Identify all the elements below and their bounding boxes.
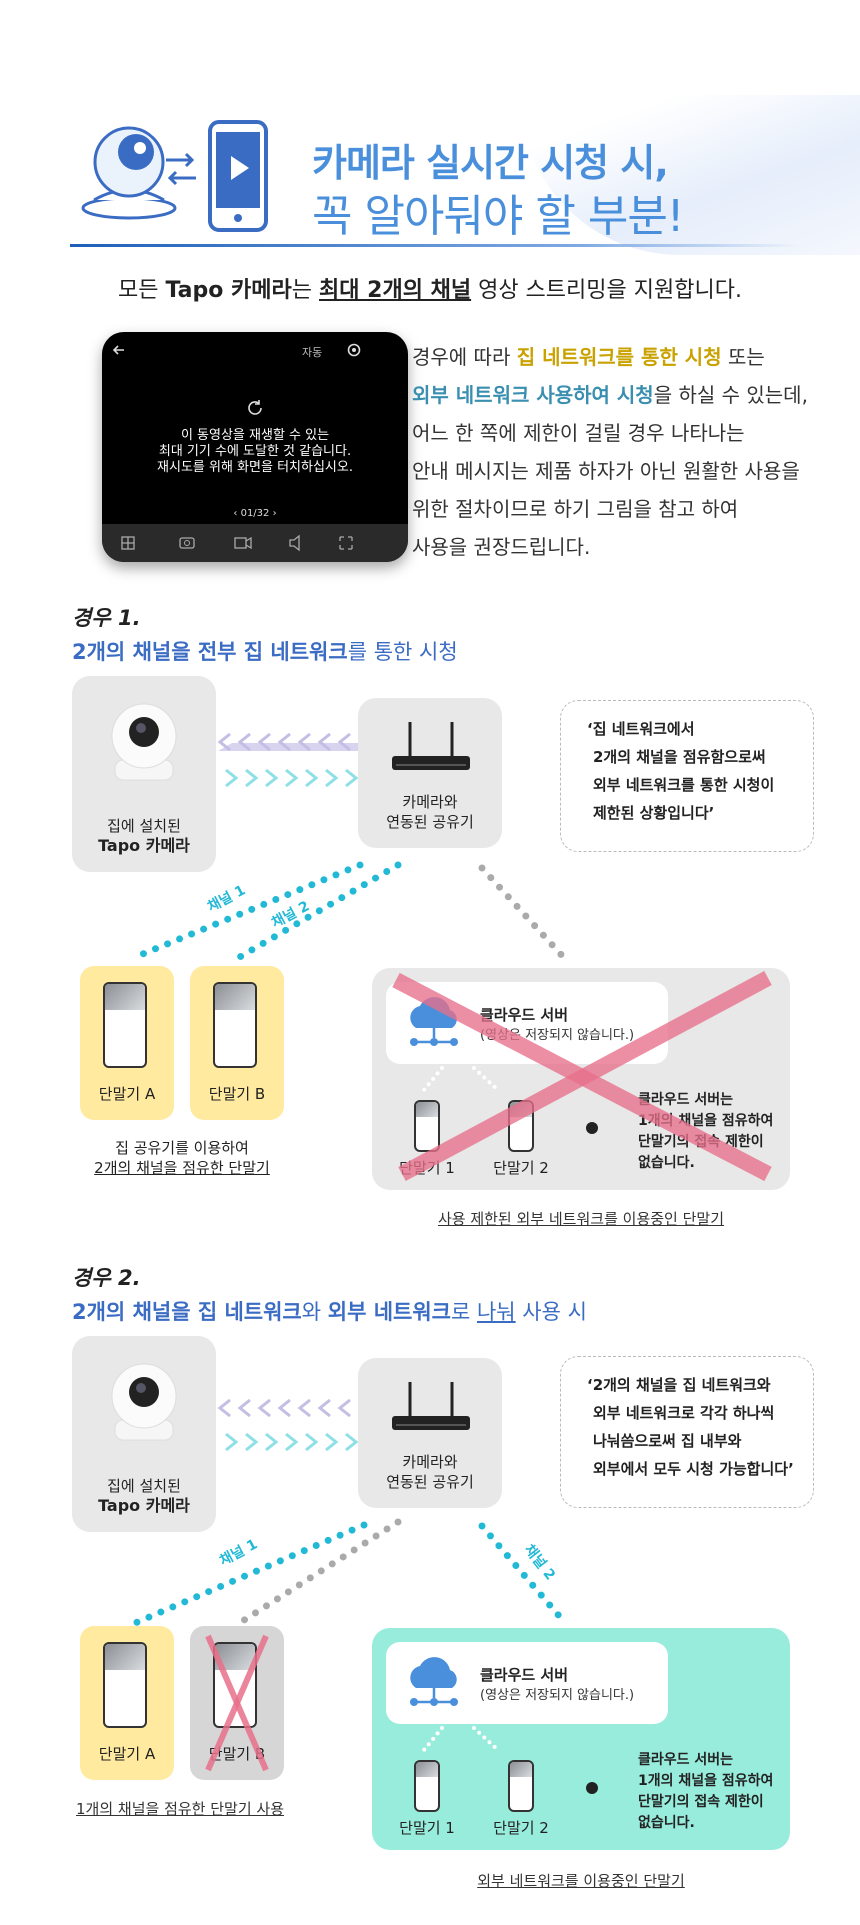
mode-label: 자동 — [302, 346, 323, 359]
case1-connections — [129, 732, 570, 964]
case1-router-box: 카메라와 연동된 공유기 — [358, 698, 502, 848]
tapo-camera-icon — [111, 703, 177, 781]
header-divider — [70, 244, 800, 247]
router-icon — [392, 1382, 470, 1430]
case2-connections — [129, 1398, 570, 1628]
case2-external-box: 클라우드 서버 (영상은 저장되지 않습니다.) 단말기 1 단말기 2 클라우… — [372, 1628, 790, 1850]
case1-external-caption: 사용 제한된 외부 네트워크를 이용중인 단말기 — [437, 1210, 725, 1228]
router-label-line1: 카메라와 — [402, 1453, 458, 1471]
case1-title: 2개의 채널을 전부 집 네트워크를 통한 시청 — [72, 640, 458, 664]
case1-camera-box: 집에 설치된 Tapo 카메라 — [72, 676, 216, 872]
smartphone-icon — [213, 982, 257, 1068]
camera-phone-icon — [81, 120, 268, 232]
restricted-cross-icon — [392, 970, 772, 1182]
camera-label-line2: Tapo 카메라 — [98, 1496, 190, 1515]
case2-device-b: 단말기 B — [190, 1626, 284, 1780]
page-indicator: ‹ 01/32 › — [233, 508, 277, 519]
case1-quote: ‘집 네트워크에서 2개의 채널을 점유함으로써 외부 네트워크를 통한 시청이… — [560, 700, 814, 852]
server-title: 클라우드 서버 — [480, 1006, 569, 1024]
cloud-link-dots — [422, 1066, 500, 1092]
smartphone-icon — [414, 1760, 440, 1812]
server-note: 클라우드 서버는 1개의 채널을 점유하여 단말기의 접속 제한이 없습니다. — [638, 1752, 774, 1831]
router-label-line2: 연동된 공유기 — [386, 1473, 474, 1491]
case2-external-caption: 외부 네트워크를 이용중인 단말기 — [477, 1872, 685, 1890]
case2-device-a: 단말기 A — [80, 1626, 174, 1780]
router-icon — [392, 722, 470, 770]
reload-icon — [248, 400, 262, 415]
device-2-label: 단말기 2 — [493, 1819, 549, 1837]
case2-quote: ‘2개의 채널을 집 네트워크와 외부 네트워크로 각각 하나씩 나눠씀으로써 … — [560, 1356, 814, 1508]
smartphone-icon — [508, 1760, 534, 1812]
server-subtitle: (영상은 저장되지 않습니다.) — [480, 1688, 635, 1703]
case2-title: 2개의 채널을 집 네트워크와 외부 네트워크로 나눠 사용 시 — [72, 1300, 587, 1324]
bullet-dot — [586, 1122, 598, 1134]
case2-home-caption: 1개의 채널을 점유한 단말기 사용 — [75, 1800, 285, 1818]
router-label-line2: 연동된 공유기 — [386, 813, 474, 831]
case1-device-b: 단말기 B — [190, 966, 284, 1120]
cloud-link-dots — [422, 1726, 500, 1752]
camera-label-line2: Tapo 카메라 — [98, 836, 190, 855]
tapo-camera-icon — [111, 1363, 177, 1441]
header-subtitle: 꼭 알아둬야 할 부분! — [312, 191, 684, 242]
case1-external-box: 클라우드 서버 (영상은 저장되지 않습니다.) 단말기 1 단말기 2 클라우… — [372, 968, 790, 1190]
limit-message: 이 동영상을 재생할 수 있는 최대 기기 수에 도달한 것 같습니다. 재시도… — [157, 428, 353, 475]
case1-home-caption: 집 공유기를 이용하여 2개의 채널을 점유한 단말기 — [94, 1139, 270, 1177]
router-label-line1: 카메라와 — [402, 793, 458, 811]
cloud-server-card: 클라우드 서버 (영상은 저장되지 않습니다.) — [386, 1642, 668, 1724]
smartphone-icon — [414, 1100, 440, 1152]
smartphone-icon — [103, 982, 147, 1068]
case2-label: 경우 2. — [72, 1266, 141, 1290]
case2-router-box: 카메라와 연동된 공유기 — [358, 1358, 502, 1508]
case2-camera-box: 집에 설치된 Tapo 카메라 — [72, 1336, 216, 1532]
cloud-server-icon — [410, 1657, 458, 1706]
toolbar-icons — [121, 534, 353, 552]
case1-label: 경우 1. — [72, 606, 141, 630]
camera-label-line1: 집에 설치된 — [107, 817, 181, 835]
device-2-label: 단말기 2 — [493, 1159, 549, 1177]
settings-gear-icon — [347, 343, 361, 357]
server-title: 클라우드 서버 — [480, 1666, 569, 1684]
header-title: 카메라 실시간 시청 시, — [312, 141, 669, 185]
camera-label-line1: 집에 설치된 — [107, 1477, 181, 1495]
bullet-dot — [586, 1782, 598, 1794]
smartphone-icon — [103, 1642, 147, 1728]
device-1-label: 단말기 1 — [399, 1819, 455, 1837]
lead-text: 모든 Tapo 카메라는 최대 2개의 채널 영상 스트리밍을 지원합니다. — [118, 278, 742, 303]
blocked-cross-icon — [205, 1634, 269, 1772]
phone-toolbar — [102, 524, 408, 562]
description-text: 경우에 따라 집 네트워크를 통한 시청 또는 외부 네트워크 사용하여 시청을… — [412, 345, 808, 559]
phone-screenshot: 자동 이 동영상을 재생할 수 있는 최대 기기 수에 도달한 것 같습니다. … — [102, 332, 408, 562]
case1-device-a: 단말기 A — [80, 966, 174, 1120]
back-arrow-icon — [112, 345, 124, 355]
